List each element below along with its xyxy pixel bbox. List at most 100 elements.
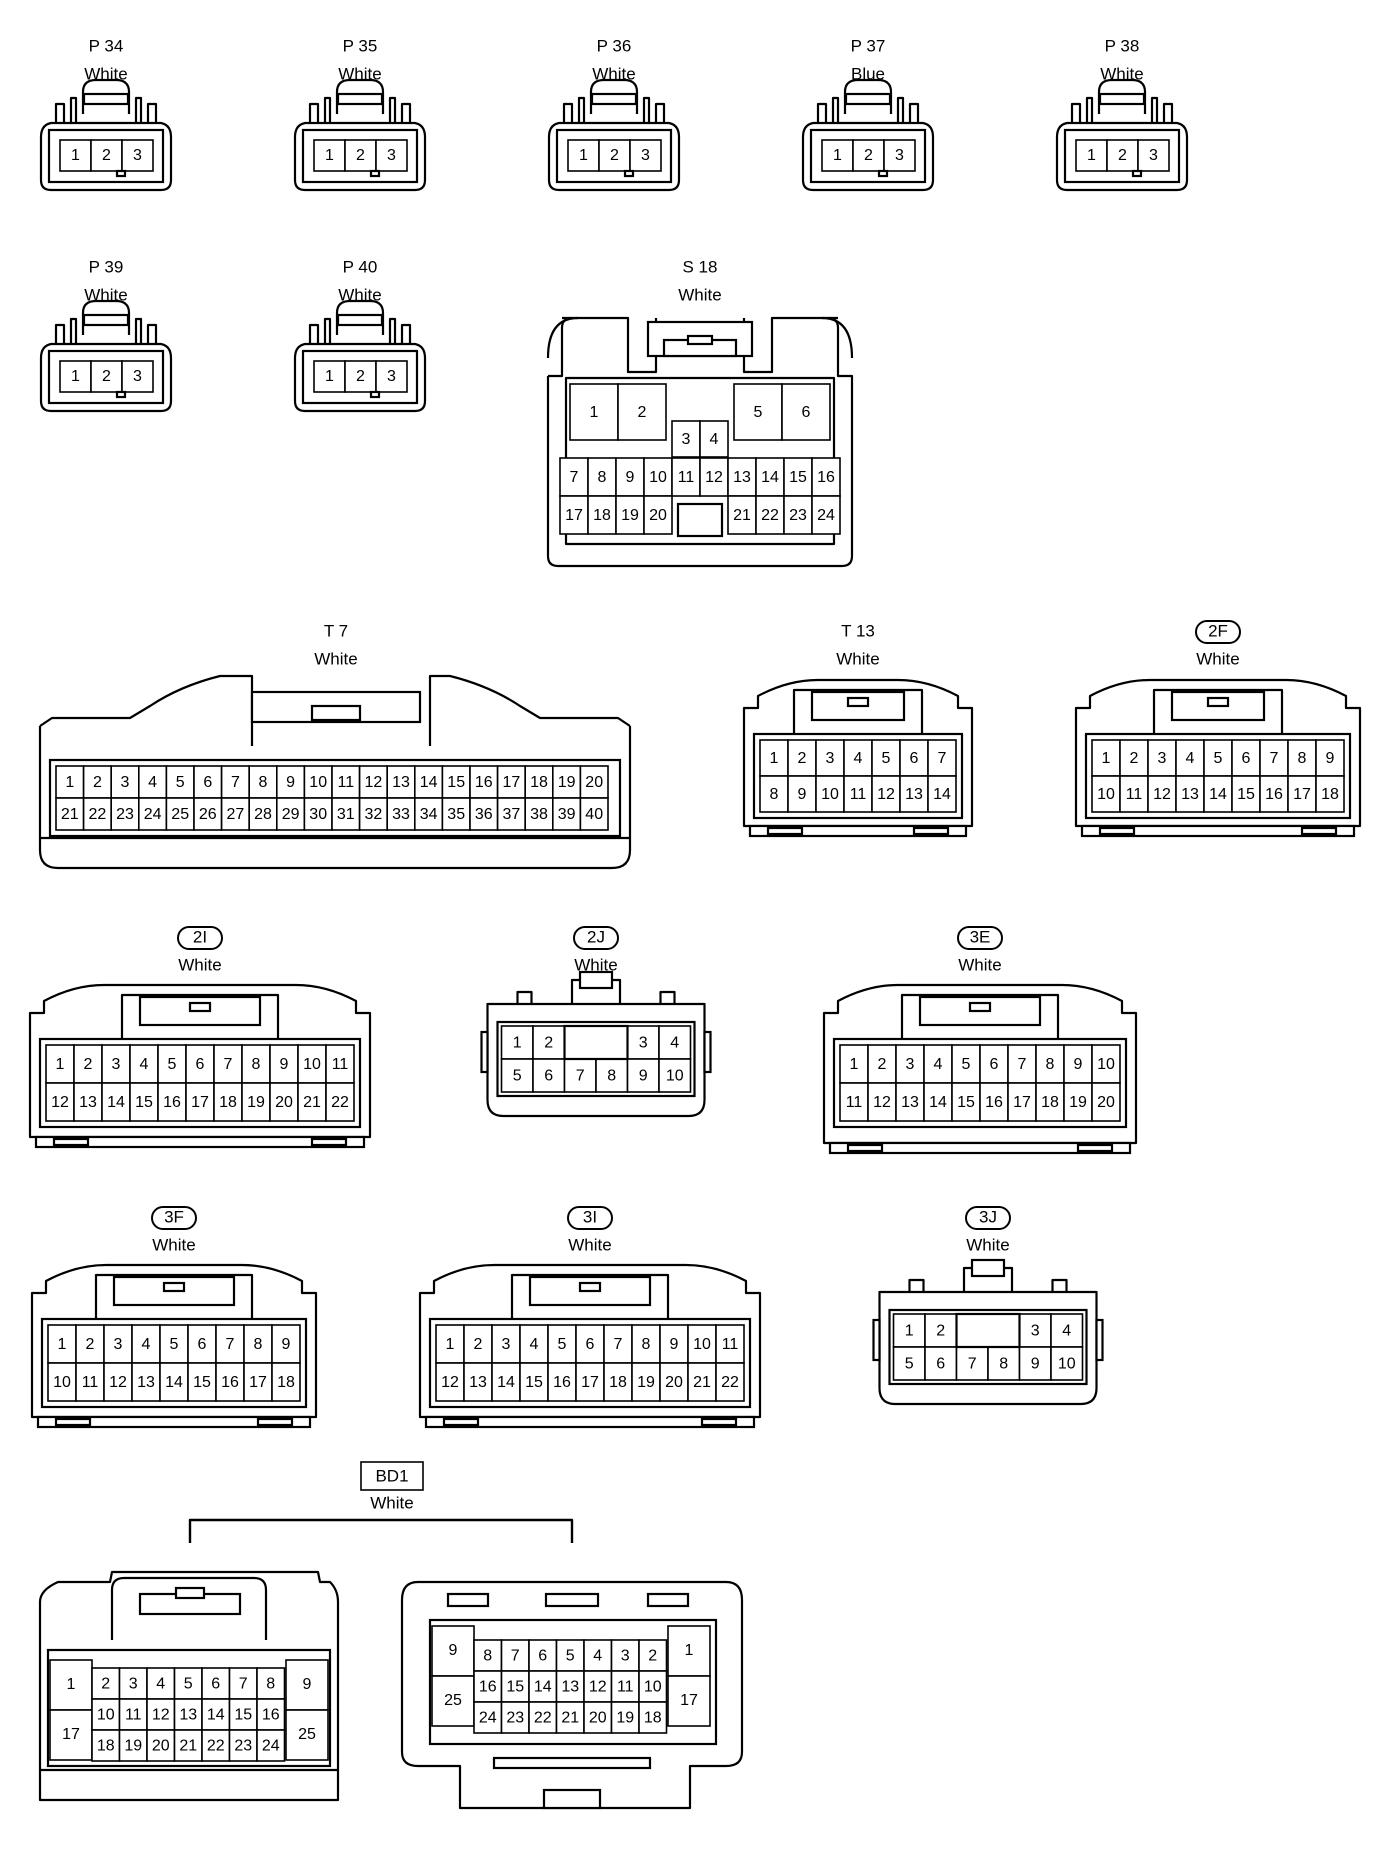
pin-number: 15 — [525, 1374, 543, 1391]
pin-cell — [569, 383, 619, 441]
pin-cell — [615, 457, 645, 497]
pin-number: 4 — [593, 1648, 602, 1665]
pin-number: 19 — [621, 507, 639, 524]
pin-cell — [297, 1082, 327, 1122]
pin-number: 15 — [957, 1094, 975, 1111]
pin-cell — [159, 1324, 189, 1364]
pin-number: 16 — [163, 1094, 181, 1111]
pin-number: 13 — [1181, 786, 1199, 803]
pin-number: 14 — [761, 469, 779, 486]
pin-number: 25 — [444, 1692, 462, 1709]
pin-cell — [215, 1362, 245, 1402]
connector-color: White — [836, 649, 879, 668]
pin-number: 4 — [530, 1336, 539, 1353]
pin-cell — [615, 495, 645, 535]
pin-number: 37 — [503, 806, 521, 823]
pin-cell — [146, 1729, 176, 1762]
pin-cell — [811, 457, 841, 497]
pin-cell — [895, 1082, 925, 1122]
pin-number: 19 — [616, 1710, 634, 1727]
pin-cell — [1018, 1346, 1052, 1381]
pin-cell — [331, 797, 361, 831]
pin-number: 14 — [534, 1679, 552, 1696]
pin-cell — [1175, 775, 1205, 813]
pin-number: 7 — [938, 750, 947, 767]
pin-cell — [699, 420, 729, 458]
connector-id: T 13 — [841, 621, 875, 640]
pin-number: 35 — [447, 806, 465, 823]
pin-number: 3 — [133, 368, 142, 385]
pin-number: 3 — [502, 1336, 511, 1353]
pin-number: 21 — [693, 1374, 711, 1391]
pin-number: 22 — [89, 806, 107, 823]
pin-cell — [344, 360, 377, 393]
pin-cell — [821, 139, 854, 172]
pin-cell — [871, 739, 901, 777]
pin-number: 16 — [262, 1707, 280, 1724]
pin-number: 9 — [1074, 1056, 1083, 1073]
pin-cell — [1035, 1082, 1065, 1122]
connector-badge — [151, 1206, 197, 1230]
pin-number: 1 — [685, 1642, 694, 1659]
pin-number: 17 — [249, 1374, 267, 1391]
pin-number: 8 — [770, 786, 779, 803]
pin-cell — [892, 1313, 926, 1348]
pin-number: 24 — [817, 507, 835, 524]
pin-cell — [110, 797, 140, 831]
connector-id: 3J — [979, 1207, 997, 1226]
pin-cell — [435, 1362, 465, 1402]
pin-number: 18 — [644, 1710, 662, 1727]
pin-cell — [193, 797, 223, 831]
pin-number: 21 — [561, 1710, 579, 1727]
pin-number: 2 — [102, 147, 111, 164]
pin-cell — [271, 1362, 301, 1402]
pin-number: 6 — [1242, 750, 1251, 767]
pin-number: 5 — [1214, 750, 1223, 767]
pin-cell — [715, 1324, 745, 1364]
pin-number: 11 — [125, 1707, 142, 1724]
pin-number: 15 — [135, 1094, 153, 1111]
connector-color: White — [370, 1493, 413, 1512]
pin-number: 20 — [275, 1094, 293, 1111]
pin-number: 13 — [733, 469, 751, 486]
pin-cell — [1063, 1044, 1093, 1084]
pin-number: 1 — [833, 147, 842, 164]
pin-number: 3 — [387, 147, 396, 164]
pin-cell — [1091, 1044, 1121, 1084]
pin-number: 3 — [639, 1035, 648, 1052]
connector-id: P 36 — [597, 36, 632, 55]
pin-number: 12 — [877, 786, 895, 803]
pin-cell — [344, 139, 377, 172]
pin-cell — [610, 1701, 640, 1734]
pin-number: 9 — [1031, 1356, 1040, 1373]
pin-number: 10 — [821, 786, 839, 803]
pin-number: 25 — [171, 806, 189, 823]
pin-number: 8 — [1046, 1056, 1055, 1073]
pin-number: 6 — [910, 750, 919, 767]
pin-cell — [1315, 739, 1345, 777]
pin-number: 19 — [637, 1374, 655, 1391]
pin-number: 8 — [259, 774, 268, 791]
pin-number: 3 — [641, 147, 650, 164]
pin-number: 1 — [67, 1676, 76, 1693]
pin-cell — [1259, 775, 1289, 813]
pin-number: 3 — [895, 147, 904, 164]
pin-number: 21 — [179, 1738, 197, 1755]
pin-cell — [547, 1362, 577, 1402]
pin-number: 21 — [733, 507, 751, 524]
pin-number: 3 — [906, 1056, 915, 1073]
pin-number: 18 — [609, 1374, 627, 1391]
pin-number: 4 — [934, 1056, 943, 1073]
pin-number: 1 — [590, 404, 599, 421]
pin-number: 2 — [936, 1323, 945, 1340]
pin-number: 7 — [511, 1648, 520, 1665]
pin-number: 38 — [530, 806, 548, 823]
pin-number: 11 — [82, 1374, 99, 1391]
pin-cell — [551, 765, 582, 799]
